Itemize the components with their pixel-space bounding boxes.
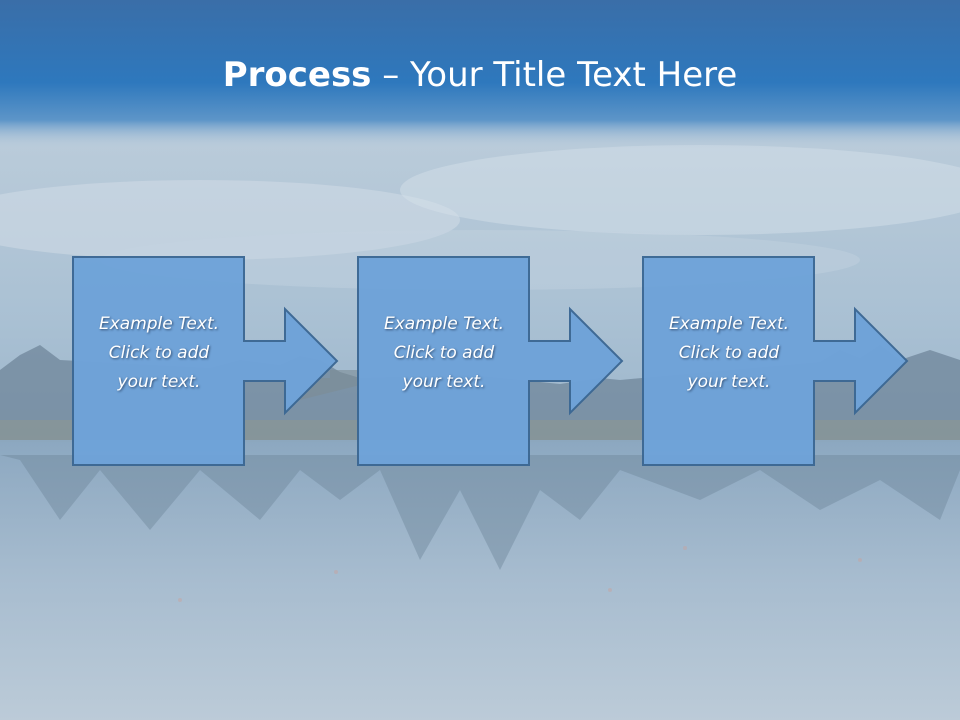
title-rest: – Your Title Text Here xyxy=(371,55,738,95)
step-2-line-1: Example Text. xyxy=(383,314,505,334)
step-2-line-2: Click to add xyxy=(393,343,495,363)
step-1-arrow-shape xyxy=(72,256,339,466)
step-3-line-2: Click to add xyxy=(678,343,780,363)
step-2-arrow-shape xyxy=(357,256,624,466)
step-3-line-1: Example Text. xyxy=(668,314,790,334)
step-1-line-1: Example Text. xyxy=(98,314,220,334)
step-1-text: Example Text. Click to add your text. xyxy=(74,310,244,397)
step-3-arrow-shape xyxy=(642,256,909,466)
step-1-line-3: your text. xyxy=(117,372,201,392)
step-3-line-3: your text. xyxy=(687,372,771,392)
slide-title[interactable]: Process – Your Title Text Here xyxy=(0,50,960,100)
step-3-text: Example Text. Click to add your text. xyxy=(644,310,814,397)
process-step-2[interactable]: Example Text. Click to add your text. xyxy=(357,256,624,466)
step-2-text: Example Text. Click to add your text. xyxy=(359,310,529,397)
title-bold-word: Process xyxy=(222,55,372,95)
process-step-3[interactable]: Example Text. Click to add your text. xyxy=(642,256,909,466)
process-step-1[interactable]: Example Text. Click to add your text. xyxy=(72,256,339,466)
step-2-line-3: your text. xyxy=(402,372,486,392)
step-1-line-2: Click to add xyxy=(108,343,210,363)
